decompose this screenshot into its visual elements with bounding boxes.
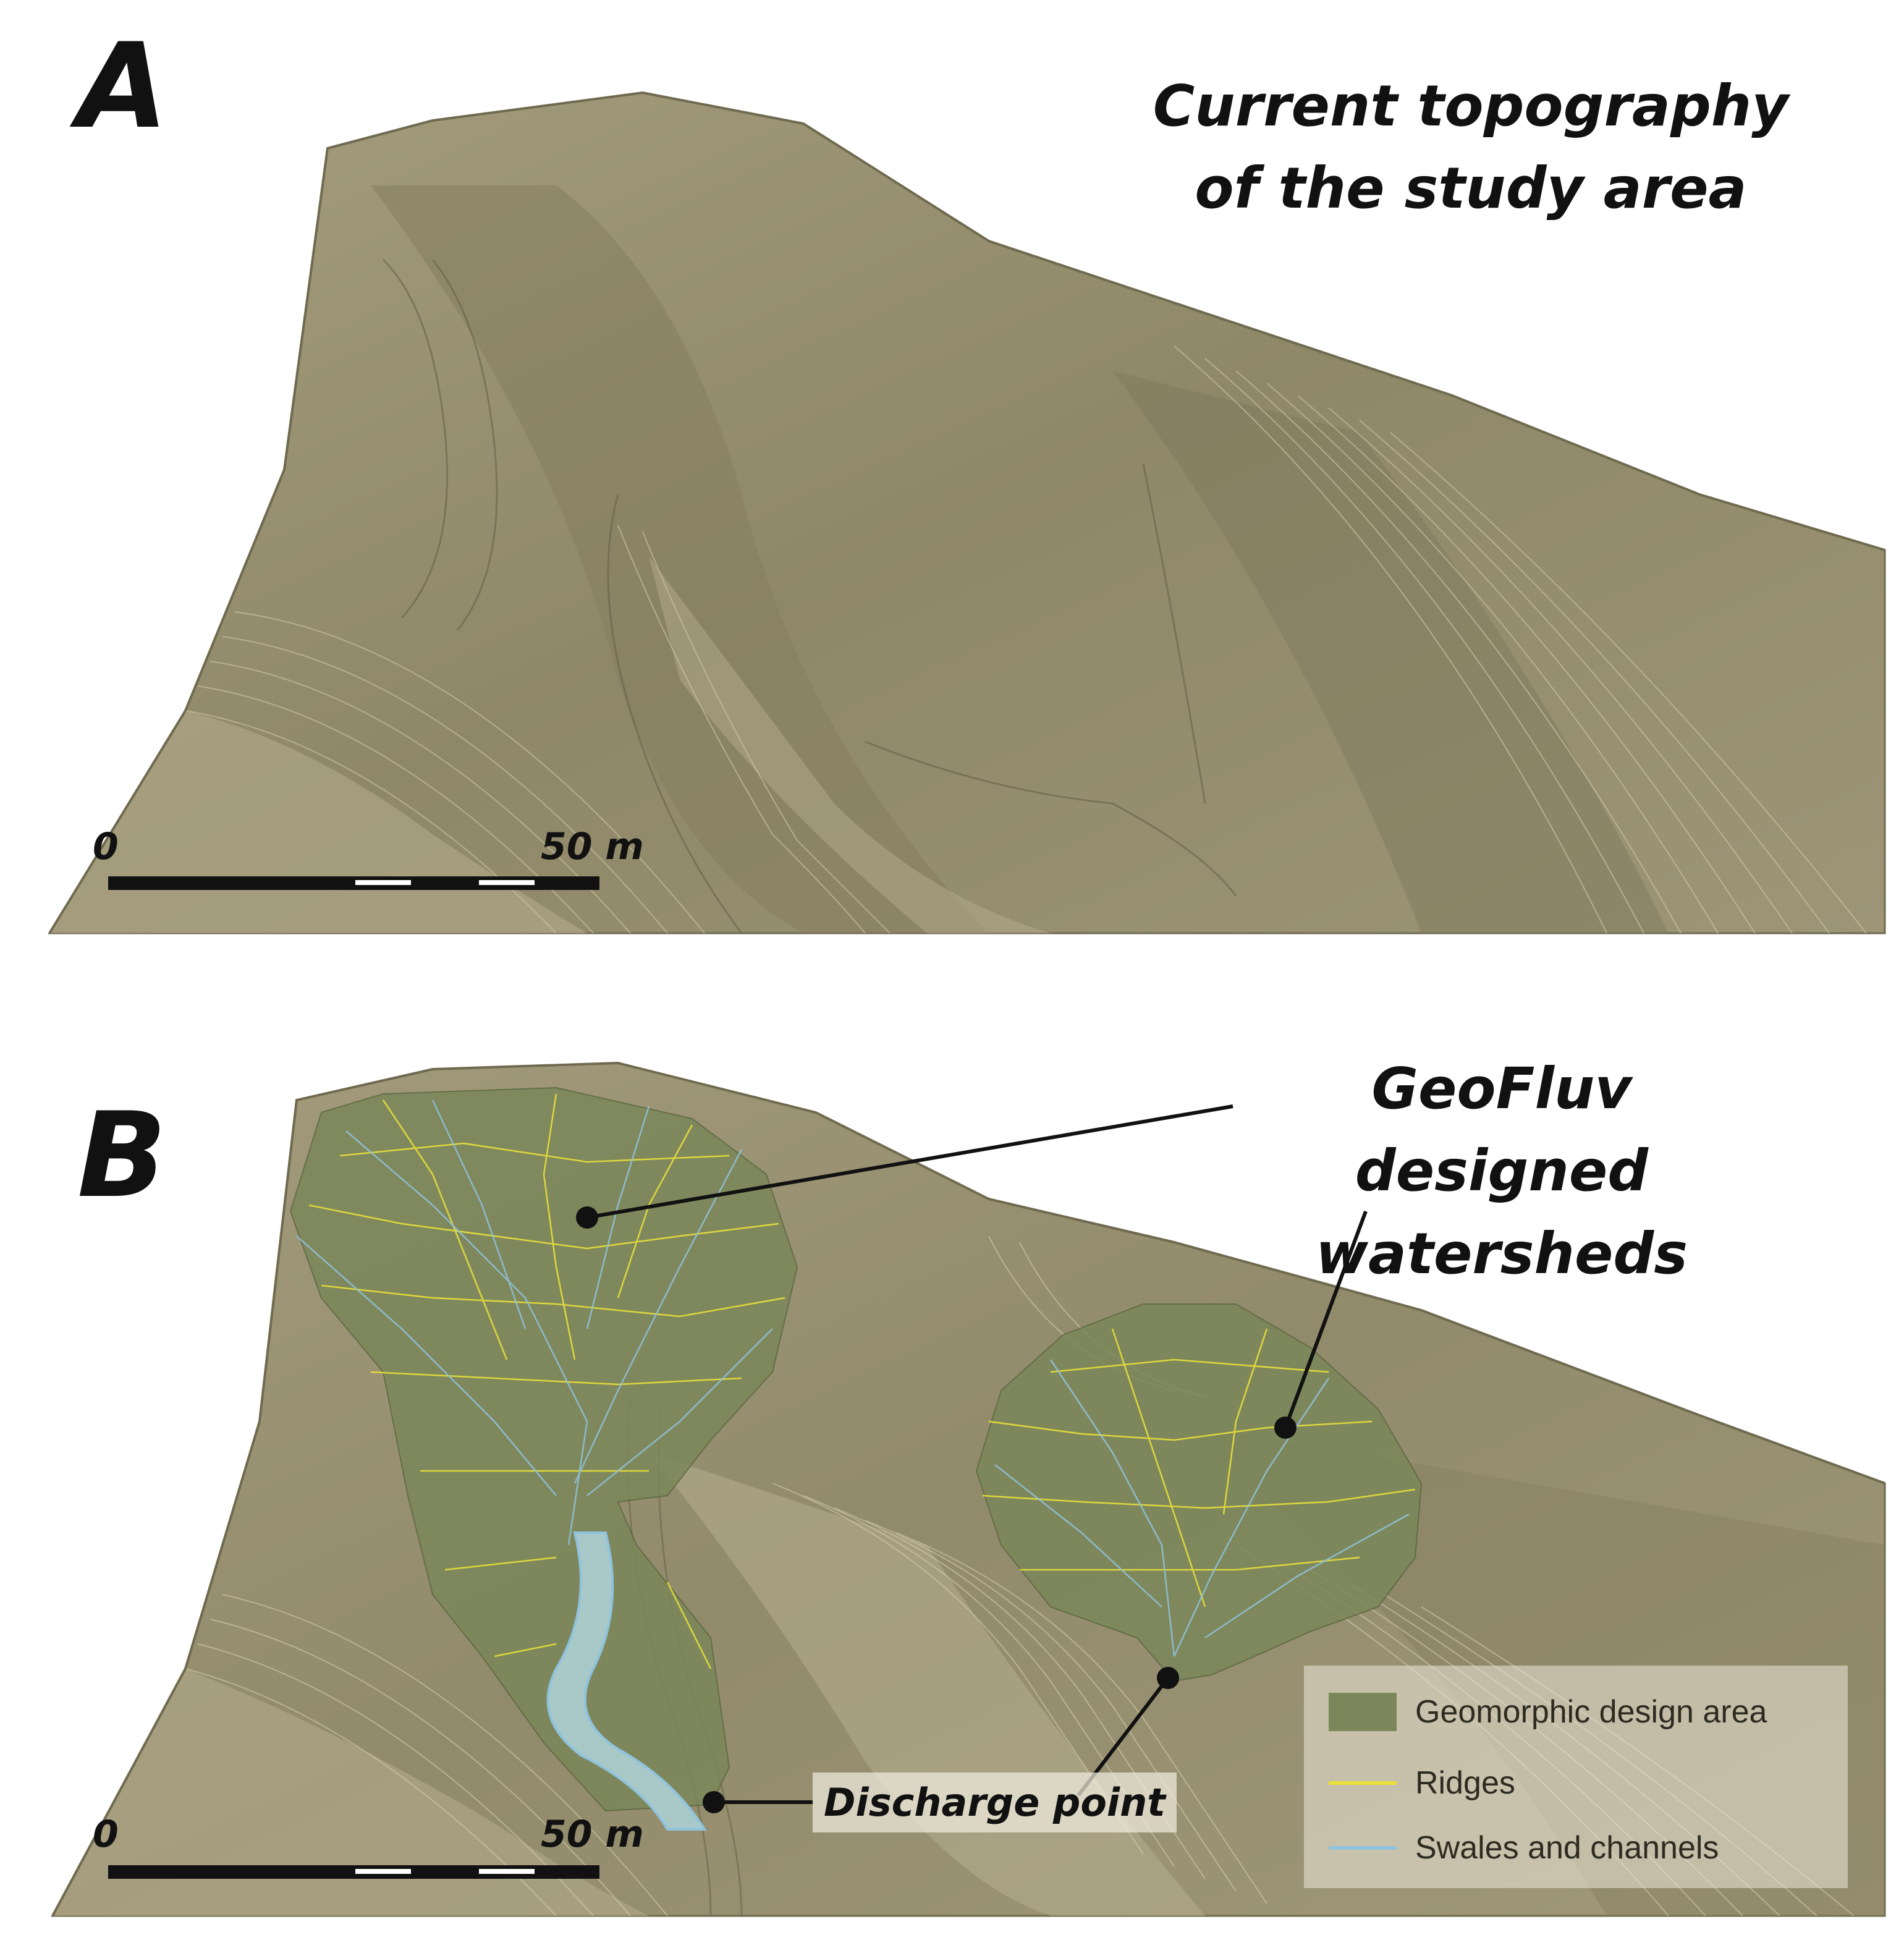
swales-left: [296, 1099, 773, 1546]
legend-label-swales: Swales and channels: [1415, 1830, 1719, 1866]
legend-label-ridges: Ridges: [1415, 1765, 1515, 1801]
callout-leaders: [576, 1104, 1368, 1813]
panel-a-scale-bar: [108, 876, 599, 890]
design-area-right-watershed: [975, 1303, 1423, 1682]
discharge-point-marker-right: [1157, 1667, 1179, 1689]
discharge-point-label: Discharge point: [813, 1773, 1177, 1832]
watershed-left-marker: [576, 1206, 598, 1229]
map-legend: Geomorphic design area Ridges Swales and…: [1304, 1666, 1848, 1888]
panel-b-scale-end: 50 m: [541, 1813, 644, 1856]
panel-b-scale-start: 0: [93, 1813, 119, 1856]
watershed-right-marker: [1274, 1417, 1297, 1439]
swales-right: [994, 1359, 1410, 1657]
panel-b-title-line2: watersheds: [1315, 1220, 1688, 1287]
panel-a-scale-start: 0: [93, 825, 119, 868]
ridge-line-swatch: [1329, 1781, 1397, 1785]
panel-a-letter: A: [77, 18, 169, 155]
panel-b-title-line1: GeoFluv designed: [1355, 1056, 1649, 1205]
design-area-swatch: [1329, 1693, 1397, 1731]
design-area-left-watershed: [289, 1086, 798, 1831]
panel-a-title-line1: Current topography: [1153, 73, 1789, 139]
discharge-point-marker-left: [703, 1791, 725, 1813]
panel-b-scale-bar: [108, 1865, 599, 1879]
legend-label-design-area: Geomorphic design area: [1415, 1694, 1767, 1730]
legend-item-ridges: Ridges: [1329, 1758, 1515, 1808]
ridges-right: [982, 1328, 1416, 1607]
legend-item-swales: Swales and channels: [1329, 1823, 1719, 1873]
swale-line-swatch: [1329, 1846, 1397, 1850]
panel-b-letter: B: [77, 1087, 167, 1224]
main-channel: [546, 1531, 707, 1831]
panel-b-title: GeoFluv designed watersheds: [1230, 1048, 1774, 1295]
panel-a-title-line2: of the study area: [1195, 155, 1747, 222]
panel-a-scale-end: 50 m: [541, 825, 644, 868]
legend-item-design-area: Geomorphic design area: [1329, 1687, 1767, 1737]
panel-a-title: Current topography of the study area: [1112, 65, 1829, 230]
